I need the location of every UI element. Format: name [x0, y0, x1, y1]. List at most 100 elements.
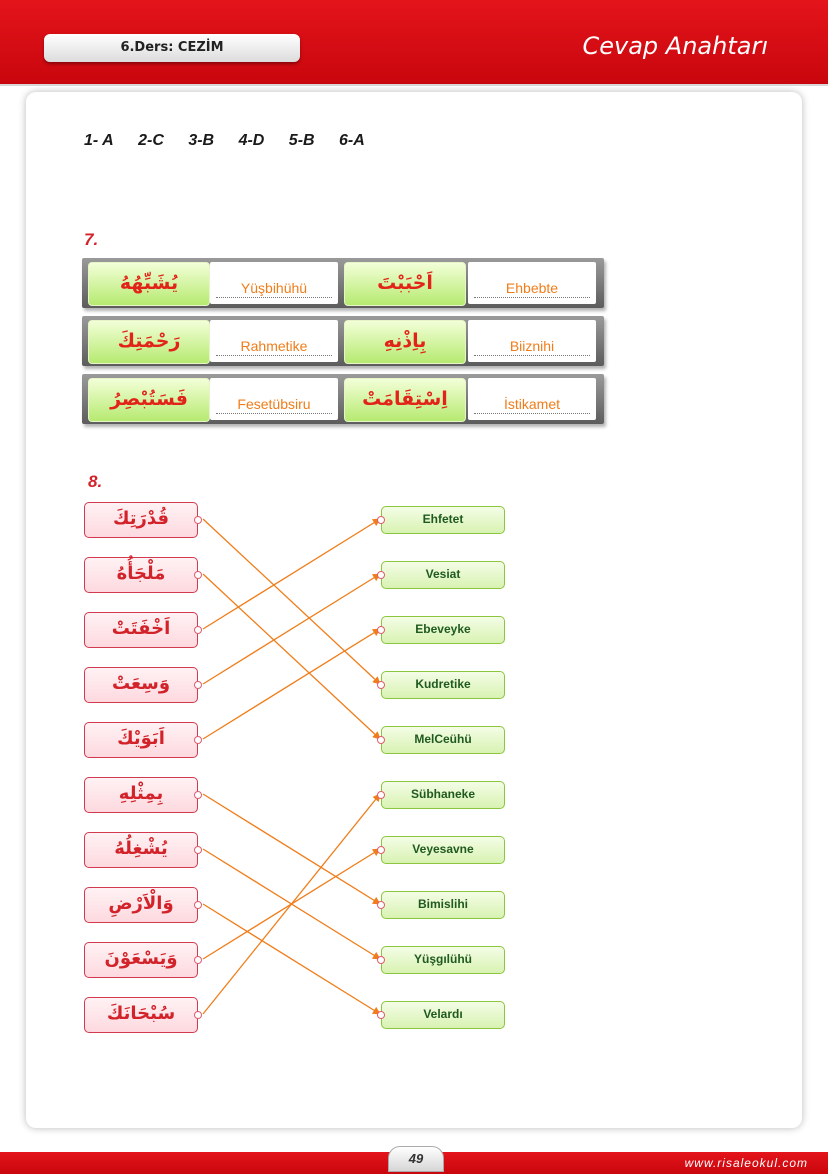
arabic-option-text: سُبْحَانَكَ	[106, 1003, 176, 1024]
connector-dot	[377, 901, 385, 909]
transliteration-option[interactable]: Ehfetet	[377, 506, 505, 534]
arabic-option[interactable]: اَخْفَتَتْ	[84, 612, 202, 648]
transliteration-option[interactable]: Ebeveyke	[377, 616, 505, 644]
transliteration-box: Biiznihi	[468, 320, 596, 362]
answer-5: 5-B	[288, 132, 315, 149]
connector-dot	[377, 1011, 385, 1019]
arabic-option[interactable]: وَسِعَتْ	[84, 667, 202, 703]
arabic-word: رَحْمَتِكَ	[88, 320, 210, 364]
answer-2: 2-C	[138, 132, 164, 149]
connector-dot	[194, 956, 202, 964]
transliteration-option-text: Ebeveyke	[415, 622, 471, 636]
site-url: www.risaleokul.com	[684, 1156, 808, 1170]
transliteration-option[interactable]: Yüşgılühü	[377, 946, 505, 974]
transliteration-option-text: Ehfetet	[422, 512, 464, 526]
connector-dot	[194, 626, 202, 634]
q7-row: فَسَتُبْصِرُ Fesetübsiru اِسْتِقَامَتْ İ…	[82, 374, 604, 424]
connector-dot	[194, 791, 202, 799]
match-arrow	[202, 793, 381, 1015]
arabic-option-text: وَسِعَتْ	[111, 673, 171, 694]
arabic-word: يُشَبِّهُهُ	[88, 262, 210, 306]
connector-dot	[194, 846, 202, 854]
answer-6: 6-A	[339, 132, 365, 149]
answer-1: 1- A	[84, 132, 114, 149]
transliteration: Fesetübsiru	[216, 395, 332, 414]
transliteration-option-text: Sübhaneke	[410, 787, 476, 801]
connector-dot	[377, 626, 385, 634]
match-arrow	[202, 518, 381, 685]
transliteration-option[interactable]: Kudretike	[377, 671, 505, 699]
arabic-option[interactable]: اَبَوَيْكَ	[84, 722, 202, 758]
answer-4: 4-D	[238, 132, 265, 149]
page-number: 49	[388, 1146, 444, 1172]
arabic-option-text: مَلْجَأُهُ	[116, 563, 166, 584]
arabic-option-text: وَالْاَرْضِ	[108, 893, 174, 914]
connector-dot	[194, 516, 202, 524]
transliteration: İstikamet	[474, 395, 590, 414]
question-8-label: 8.	[88, 472, 103, 491]
transliteration: Biiznihi	[474, 337, 590, 356]
question-7-label: 7.	[84, 230, 99, 249]
transliteration-box: Ehbebte	[468, 262, 596, 304]
transliteration-box: Rahmetike	[210, 320, 338, 362]
transliteration-option-text: Veyesavne	[412, 842, 474, 856]
arabic-word: اِسْتِقَامَتْ	[344, 378, 466, 422]
arabic-word: اَحْبَبْتَ	[344, 262, 466, 306]
answer-3: 3-B	[188, 132, 215, 149]
connector-dot	[377, 791, 385, 799]
connector-dot	[377, 956, 385, 964]
arabic-option[interactable]: قُدْرَتِكَ	[84, 502, 202, 538]
match-arrow	[202, 573, 381, 685]
q7-row: رَحْمَتِكَ Rahmetike بِاِذْنِهِ Biiznihi	[82, 316, 604, 366]
transliteration-option-text: Kudretike	[415, 677, 471, 691]
q7-row: يُشَبِّهُهُ Yüşbihühü اَحْبَبْتَ Ehbebte	[82, 258, 604, 308]
connector-dot	[194, 1011, 202, 1019]
connector-dot	[194, 736, 202, 744]
transliteration-option-text: Vesiat	[425, 567, 461, 581]
connector-dot	[194, 681, 202, 689]
page-title: Cevap Anahtarı	[582, 32, 769, 60]
transliteration-option-text: Velardı	[423, 1007, 463, 1021]
transliteration-option[interactable]: MelCeühü	[377, 726, 505, 754]
transliteration-box: Fesetübsiru	[210, 378, 338, 420]
arabic-option[interactable]: سُبْحَانَكَ	[84, 997, 202, 1033]
connector-dot	[377, 516, 385, 524]
transliteration-box: İstikamet	[468, 378, 596, 420]
arabic-option[interactable]: وَيَسْعَوْنَ	[84, 942, 202, 978]
connector-dot	[377, 846, 385, 854]
transliteration-option[interactable]: Veyesavne	[377, 836, 505, 864]
match-arrow	[202, 793, 381, 905]
connector-dot	[377, 571, 385, 579]
arabic-option[interactable]: وَالْاَرْضِ	[84, 887, 202, 923]
match-arrow	[202, 903, 381, 1015]
connector-dot	[194, 901, 202, 909]
header-bar: 6.Ders: CEZİM Cevap Anahtarı	[0, 0, 828, 86]
transliteration-option-text: Yüşgılühü	[414, 952, 472, 966]
transliteration: Rahmetike	[216, 337, 332, 356]
arabic-option[interactable]: مَلْجَأُهُ	[84, 557, 202, 593]
arabic-option-text: قُدْرَتِكَ	[112, 508, 170, 529]
match-arrow	[202, 628, 381, 740]
transliteration-option[interactable]: Bimislihi	[377, 891, 505, 919]
transliteration: Ehbebte	[474, 279, 590, 298]
arabic-option[interactable]: يُشْغِلُهُ	[84, 832, 202, 868]
transliteration-option-text: Bimislihi	[417, 897, 468, 911]
arabic-option-text: بِمِثْلِهِ	[118, 783, 164, 804]
answers-row: 1- A 2-C 3-B 4-D 5-B 6-A	[84, 132, 385, 150]
transliteration-option[interactable]: Vesiat	[377, 561, 505, 589]
arabic-option-text: يُشْغِلُهُ	[114, 838, 168, 859]
transliteration-option[interactable]: Sübhaneke	[377, 781, 505, 809]
arabic-word: فَسَتُبْصِرُ	[88, 378, 210, 422]
arabic-option-text: وَيَسْعَوْنَ	[104, 948, 178, 969]
arabic-word: بِاِذْنِهِ	[344, 320, 466, 364]
arabic-option-text: اَبَوَيْكَ	[117, 728, 165, 749]
transliteration-option-text: MelCeühü	[414, 732, 472, 746]
transliteration-option[interactable]: Velardı	[377, 1001, 505, 1029]
match-arrow	[202, 573, 381, 740]
arabic-option[interactable]: بِمِثْلِهِ	[84, 777, 202, 813]
transliteration: Yüşbihühü	[216, 279, 332, 298]
arabic-option-text: اَخْفَتَتْ	[111, 618, 171, 639]
lesson-title: 6.Ders: CEZİM	[44, 34, 300, 62]
connector-dot	[377, 681, 385, 689]
